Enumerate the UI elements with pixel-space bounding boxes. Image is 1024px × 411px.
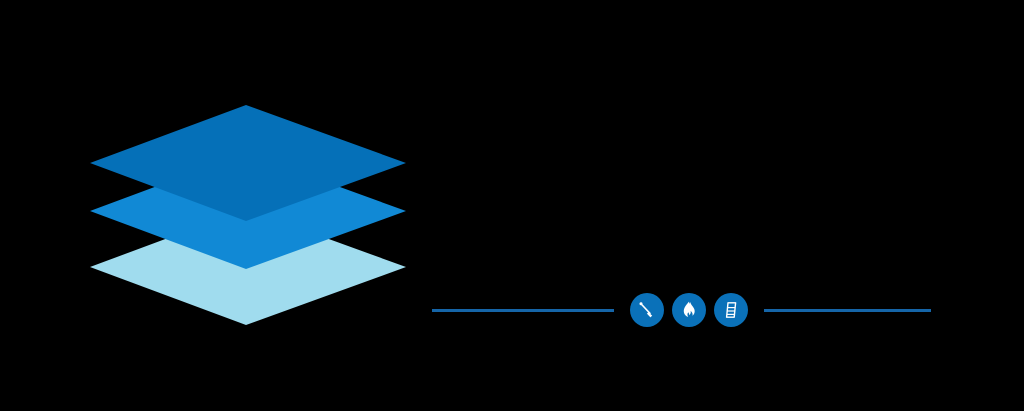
oil-badge[interactable]: Oil (630, 293, 664, 327)
flame-icon (683, 301, 695, 317)
stack-layer-top (90, 105, 406, 221)
pipeline-icon-group: Oil Gas Storage (630, 293, 748, 327)
pipeline-divider: Oil Gas Storage (432, 286, 942, 334)
three-layer-isometric-stack: Top layer Middle layer Bottom layer (88, 104, 408, 330)
gas-badge[interactable]: Gas (672, 293, 706, 327)
divider-line-left (432, 308, 614, 312)
storage-tank-icon (725, 302, 737, 318)
divider-line-right (764, 308, 931, 312)
oil-derrick-icon (639, 302, 653, 318)
storage-badge[interactable]: Storage (714, 293, 748, 327)
